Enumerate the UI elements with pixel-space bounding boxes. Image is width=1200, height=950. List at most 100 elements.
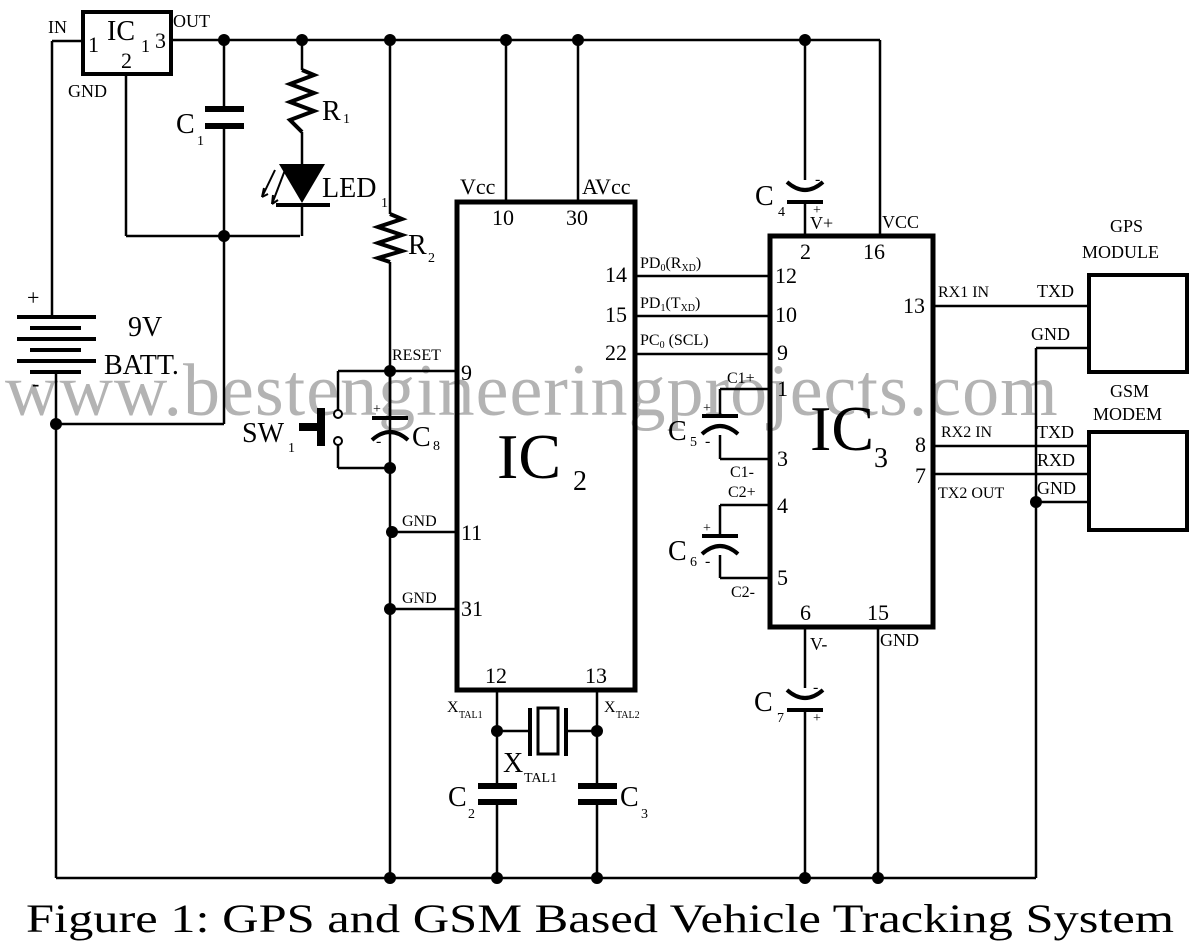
svg-text:22: 22 [605,340,627,365]
svg-text:V+: V+ [810,213,833,233]
gps-title: GPS [1110,216,1143,236]
svg-text:GND: GND [402,590,437,607]
svg-text:+: + [703,401,711,416]
svg-text:15: 15 [605,302,627,327]
svg-text:6: 6 [690,555,697,570]
svg-text:9: 9 [777,340,788,365]
svg-text:-: - [705,433,710,450]
svg-text:7: 7 [777,711,784,726]
svg-text:12: 12 [485,663,507,688]
svg-text:C: C [412,422,431,453]
svg-text:1: 1 [777,376,788,401]
ic1-gnd-label: GND [68,81,107,101]
svg-text:10: 10 [492,205,514,230]
svg-text:+: + [813,203,821,218]
svg-text:13: 13 [903,293,925,318]
svg-text:PD1(TXD): PD1(TXD) [640,295,700,314]
svg-text:14: 14 [605,262,627,287]
svg-text:GND: GND [1031,324,1070,344]
resistor-r2: R 2 [371,212,435,266]
led1: LED 1 [261,164,388,211]
ic1-regulator: IC 1 1 2 3 IN OUT GND [48,10,210,101]
battery-voltage: 9V [128,312,162,343]
gps-subtitle: MODULE [1082,242,1159,262]
svg-text:9: 9 [461,360,472,385]
battery-9v: + - 9V BATT. [17,285,179,396]
svg-text:C1+: C1+ [727,370,755,387]
svg-text:30: 30 [566,205,588,230]
svg-text:PD0(RXD): PD0(RXD) [640,255,701,274]
svg-text:TXD: TXD [1037,281,1074,301]
svg-text:-: - [813,679,818,696]
svg-text:2: 2 [800,239,811,264]
svg-text:4: 4 [777,493,788,518]
svg-text:R: R [408,230,427,261]
svg-text:C: C [620,782,639,813]
svg-text:X: X [447,699,459,716]
svg-text:1: 1 [197,134,204,149]
ic1-label: IC [107,16,135,47]
svg-text:LED: LED [322,173,376,204]
ic2-microcontroller: IC 2 Vcc 10 AVcc 30 RESET 9 GND 11 GND 3… [392,174,709,721]
capacitor-c8: + - C 8 [370,371,440,454]
capacitor-c7: - + C 7 [754,679,825,726]
svg-text:2: 2 [428,251,435,266]
svg-text:1: 1 [343,112,350,127]
svg-text:15: 15 [867,600,889,625]
svg-text:SW: SW [242,418,285,449]
ic1-pin2: 2 [121,48,132,73]
gsm-title: GSM [1110,381,1149,401]
crystal-xtal1: X TAL1 [503,706,568,786]
svg-text:C: C [668,416,687,447]
ic1-out-label: OUT [173,11,210,31]
gsm-subtitle: MODEM [1093,404,1162,424]
svg-text:C1-: C1- [730,464,754,481]
svg-text:8: 8 [915,432,926,457]
ic3-max232: IC 3 V+ 2 VCC 16 V- 6 GND 15 12 10 9 1 3… [727,212,1004,654]
svg-text:GND: GND [880,630,919,650]
svg-text:C: C [754,687,773,718]
svg-text:GND: GND [402,513,437,530]
gsm-modem: GSM MODEM TXD RXD GND [1037,381,1189,532]
svg-text:V-: V- [810,634,827,654]
svg-text:TAL1: TAL1 [459,710,483,721]
svg-text:TXD: TXD [1037,422,1074,442]
svg-text:+: + [373,402,381,417]
svg-text:10: 10 [775,302,797,327]
svg-text:C: C [448,782,467,813]
svg-text:6: 6 [800,600,811,625]
svg-text:3: 3 [641,807,648,822]
figure-caption: Figure 1: GPS and GSM Based Vehicle Trac… [26,896,1174,941]
resistor-r1: R 1 [284,68,350,134]
gps-module: GPS MODULE TXD GND [1031,216,1189,374]
svg-text:TAL2: TAL2 [616,710,640,721]
ic1-in-label: IN [48,17,67,37]
svg-text:VCC: VCC [882,212,919,232]
ic3-label: IC [810,393,874,464]
svg-text:1: 1 [288,441,295,456]
svg-text:+: + [813,711,821,726]
svg-text:X: X [503,748,523,779]
svg-text:C2+: C2+ [728,484,756,501]
svg-text:-: - [705,553,710,570]
svg-text:GND: GND [1037,478,1076,498]
watermark: www.bestengineeringprojects.com [5,350,1059,432]
svg-text:C: C [176,109,195,140]
svg-text:5: 5 [777,565,788,590]
svg-text:RX1 IN: RX1 IN [938,284,990,301]
switch-sw1: SW 1 [242,408,343,456]
svg-text:3: 3 [777,446,788,471]
svg-text:TAL1: TAL1 [524,771,557,786]
svg-text:13: 13 [585,663,607,688]
svg-text:PC0 (SCL): PC0 (SCL) [640,332,709,351]
wires [50,38,1089,880]
svg-text:7: 7 [915,463,926,488]
capacitor-c2: C 2 [448,782,517,822]
svg-text:-: - [376,433,381,450]
battery-minus: - [32,371,39,396]
svg-text:RX2 IN: RX2 IN [941,424,993,441]
svg-text:C2-: C2- [731,584,755,601]
capacitor-c6: + - C 6 [668,521,740,570]
svg-text:12: 12 [775,263,797,288]
